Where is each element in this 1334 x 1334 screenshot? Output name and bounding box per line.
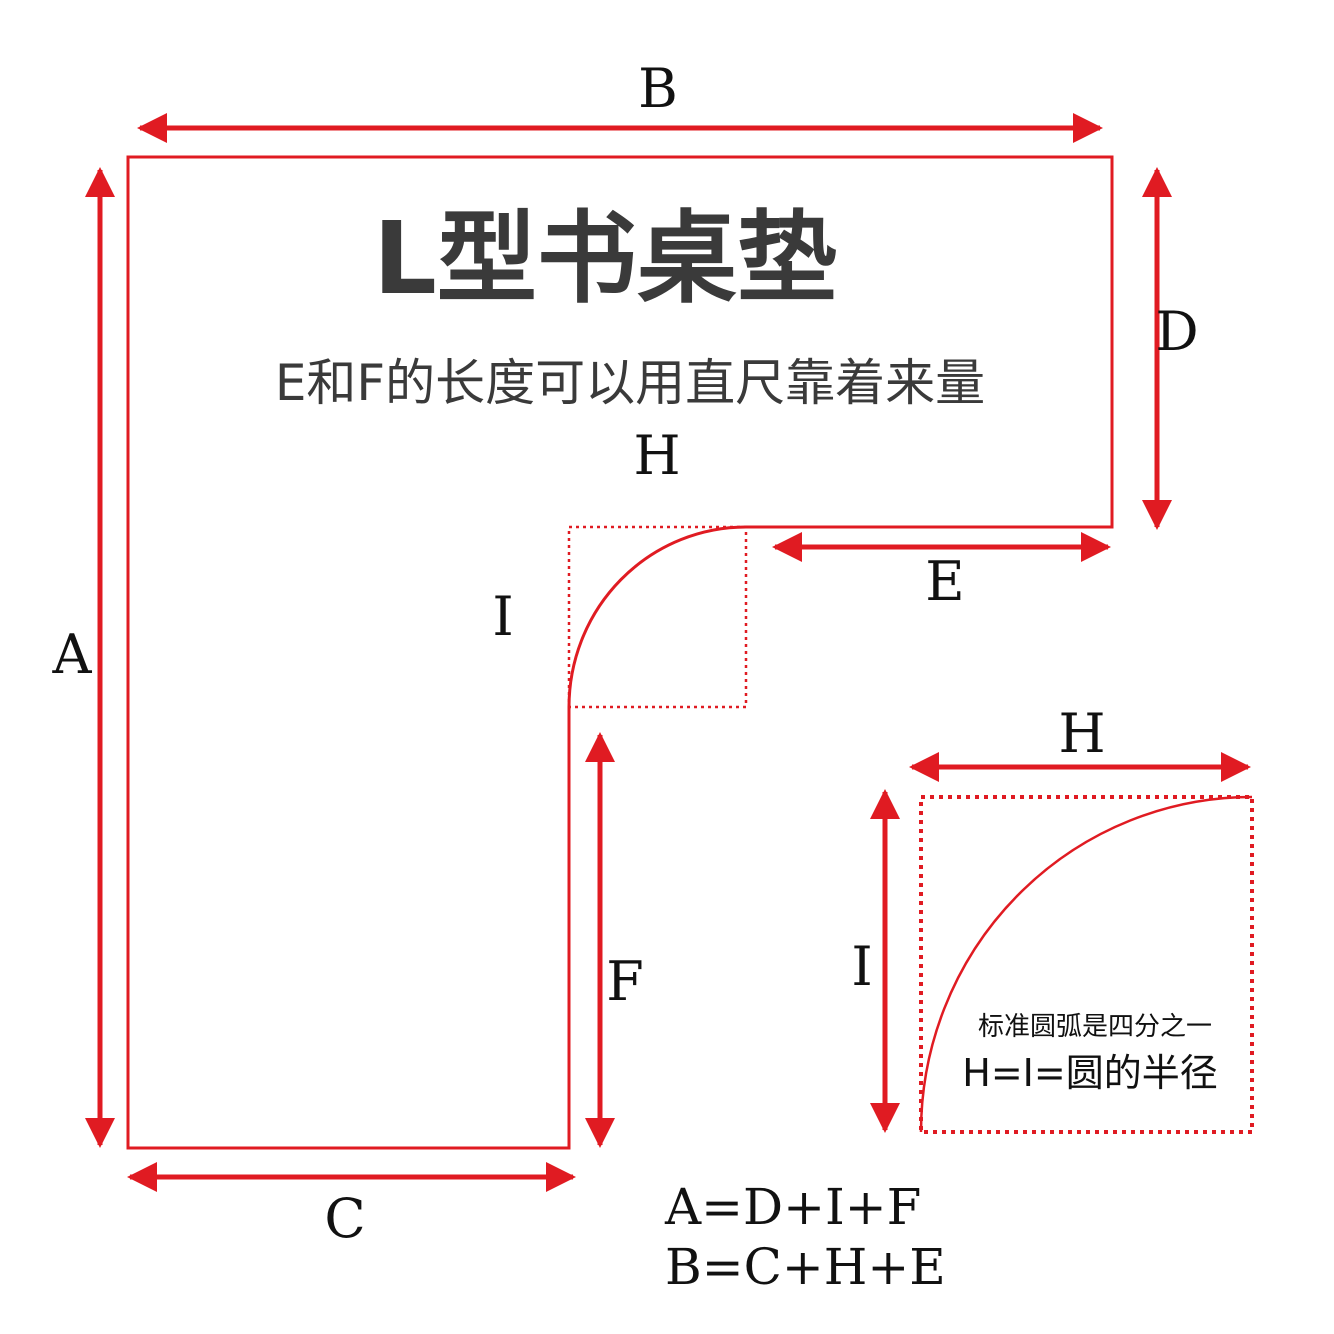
page-title: L型书桌垫 [373, 200, 837, 317]
mat-outline [126, 155, 1114, 1150]
label-h: H [633, 424, 680, 487]
formula-a: A=D+I+F [664, 1178, 921, 1236]
detail-note-line2: H=I=圆的半径 [962, 1051, 1217, 1095]
label-a: A [52, 623, 93, 686]
label-e: E [925, 550, 964, 613]
detail-guide-box [919, 795, 1254, 1134]
label-i: I [492, 585, 513, 648]
label-b: B [638, 57, 678, 120]
label-h-detail: H [1058, 702, 1105, 765]
corner-guide-box [567, 525, 748, 709]
subtitle: E和F的长度可以用直尺靠着来量 [275, 354, 985, 412]
label-f: F [606, 950, 643, 1013]
formula-b: B=C+H+E [665, 1238, 946, 1296]
detail-note-line1: 标准圆弧是四分之一 [978, 1012, 1212, 1042]
label-d: D [1155, 300, 1198, 363]
label-i-detail: I [851, 935, 872, 998]
label-c: C [324, 1187, 365, 1250]
detail-arc [919, 795, 1253, 1133]
